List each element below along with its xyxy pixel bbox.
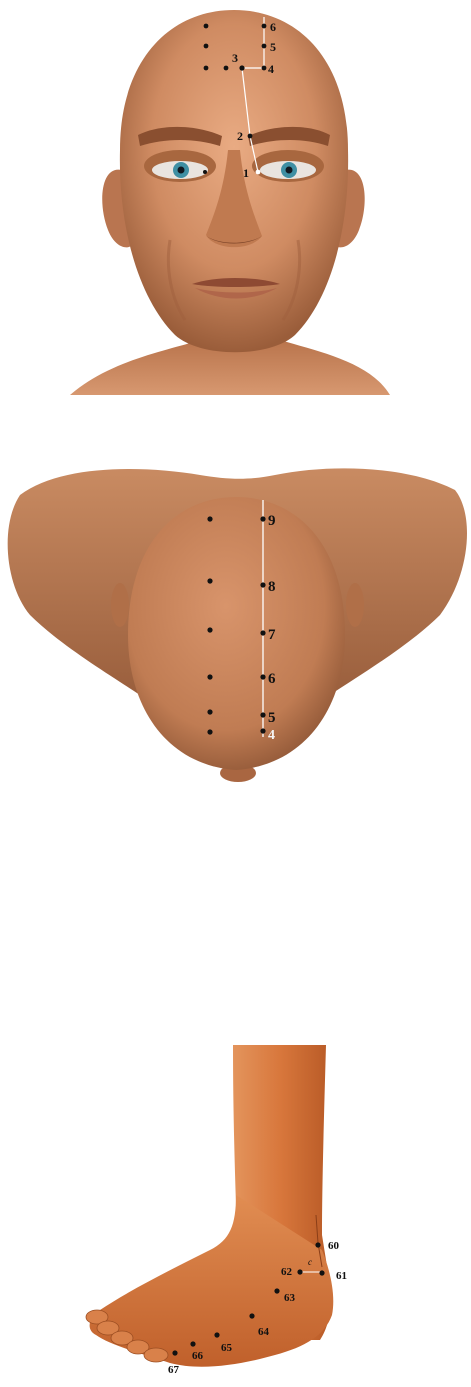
top-left-ear: [111, 583, 129, 627]
face-label-5: 5: [270, 40, 276, 54]
point-dot: [207, 627, 212, 632]
point-dot: [262, 66, 267, 71]
point-dot: [260, 630, 265, 635]
top-head-shape: [128, 497, 345, 770]
head-top-figure: 4 5 6 7 8 9: [0, 455, 471, 795]
top-label-7: 7: [268, 627, 276, 643]
foot-side-panel: c 60 61 62 63 64 65 66 67: [0, 1035, 471, 1387]
foot-label-67: 67: [168, 1364, 180, 1376]
top-label-6: 6: [268, 671, 276, 687]
point-dot: [260, 674, 265, 679]
point-dot: [207, 674, 212, 679]
point-dot: [262, 44, 267, 49]
point-dot: [315, 1242, 320, 1247]
point-dot: [172, 1350, 177, 1355]
point-dot: [262, 24, 267, 29]
point-dot: [260, 516, 265, 521]
face-front-panel: 1 2 3 4 5 6: [0, 0, 471, 400]
point-dot: [207, 709, 212, 714]
point-dot: [274, 1288, 279, 1293]
point-dot: [256, 170, 261, 175]
point-dot: [319, 1270, 324, 1275]
point-dot: [260, 582, 265, 587]
face-label-2: 2: [237, 129, 243, 143]
face-label-3: 3: [232, 51, 238, 65]
top-label-8: 8: [268, 579, 276, 595]
face-label-4: 4: [268, 62, 274, 76]
point-dot: [204, 44, 209, 49]
point-dot: [207, 729, 212, 734]
top-label-9: 9: [268, 513, 276, 529]
foot-marker-c: c: [308, 1257, 312, 1267]
point-dot: [204, 24, 209, 29]
face-front-figure: 1 2 3 4 5 6: [0, 0, 471, 400]
point-dot: [204, 66, 209, 71]
head-top-panel: 4 5 6 7 8 9: [0, 455, 471, 795]
point-dot: [260, 712, 265, 717]
point-dot: [249, 1313, 254, 1318]
top-right-ear: [346, 583, 364, 627]
point-dot: [239, 65, 244, 70]
point-dot: [203, 170, 207, 174]
top-label-5: 5: [268, 710, 276, 726]
point-dot: [214, 1332, 219, 1337]
foot-side-figure: c 60 61 62 63 64 65 66 67: [0, 1035, 471, 1387]
face-label-6: 6: [270, 20, 276, 34]
toe-shape: [144, 1348, 168, 1362]
foot-label-60: 60: [328, 1240, 340, 1252]
face-label-1: 1: [243, 166, 249, 180]
foot-label-65: 65: [221, 1342, 233, 1354]
point-dot: [207, 516, 212, 521]
foot-label-66: 66: [192, 1350, 204, 1362]
point-dot: [260, 728, 265, 733]
point-dot: [248, 134, 253, 139]
foot-label-62: 62: [281, 1266, 293, 1278]
foot-label-61: 61: [336, 1270, 347, 1282]
right-pupil: [286, 167, 293, 174]
foot-label-63: 63: [284, 1292, 296, 1304]
point-dot: [207, 578, 212, 583]
point-dot: [190, 1341, 195, 1346]
point-dot: [297, 1269, 302, 1274]
point-dot: [224, 66, 229, 71]
foot-label-64: 64: [258, 1326, 270, 1338]
top-label-4: 4: [268, 728, 275, 743]
left-pupil: [178, 167, 185, 174]
